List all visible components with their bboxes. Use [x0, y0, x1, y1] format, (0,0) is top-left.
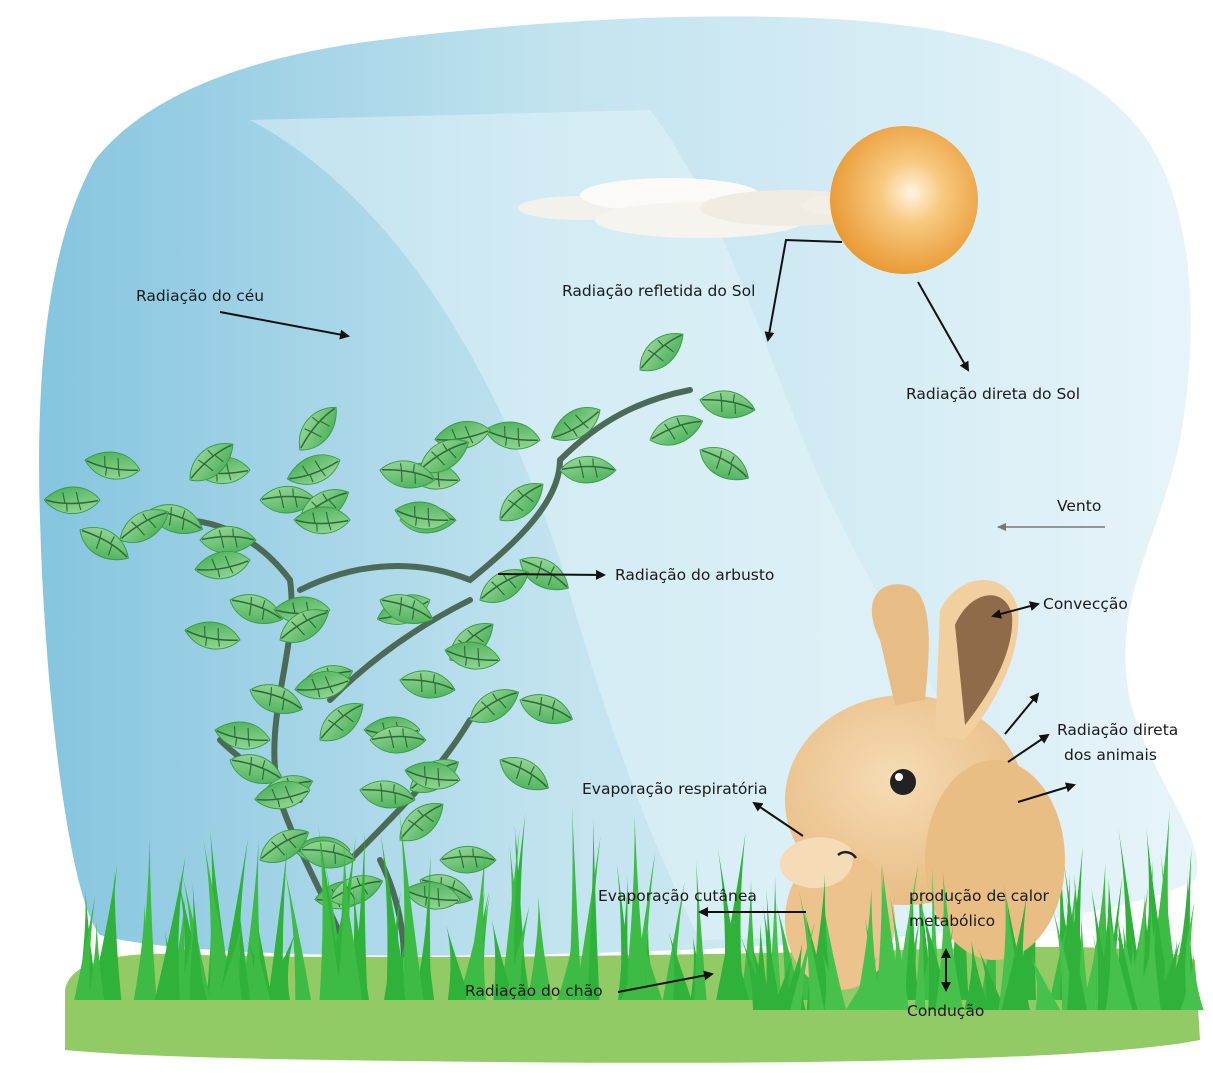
cutaneous-evaporation-label: Evaporação cutânea — [598, 887, 757, 906]
animal-radiation-label-2: dos animais — [1064, 746, 1157, 765]
ground-radiation-label: Radiação do chão — [465, 982, 603, 1001]
convection-label: Convecção — [1043, 595, 1128, 614]
sun-icon — [830, 126, 978, 274]
shrub-radiation-label: Radiação do arbusto — [615, 566, 774, 585]
shrub-radiation-arrow — [498, 574, 604, 575]
reflected-sun-label: Radiação refletida do Sol — [562, 282, 755, 301]
respiratory-evaporation-label: Evaporação respiratória — [582, 780, 768, 799]
metabolic-heat-label-2: metabólico — [909, 912, 995, 931]
metabolic-heat-label-1: produção de calor — [909, 887, 1049, 906]
sky-radiation-label: Radiação do céu — [136, 287, 264, 306]
conduction-label: Condução — [907, 1002, 984, 1021]
animal-radiation-label-1: Radiação direta — [1057, 721, 1178, 740]
direct-sun-label: Radiação direta do Sol — [906, 385, 1080, 404]
wind-label: Vento — [1057, 497, 1101, 516]
rabbit-eye — [890, 769, 916, 795]
